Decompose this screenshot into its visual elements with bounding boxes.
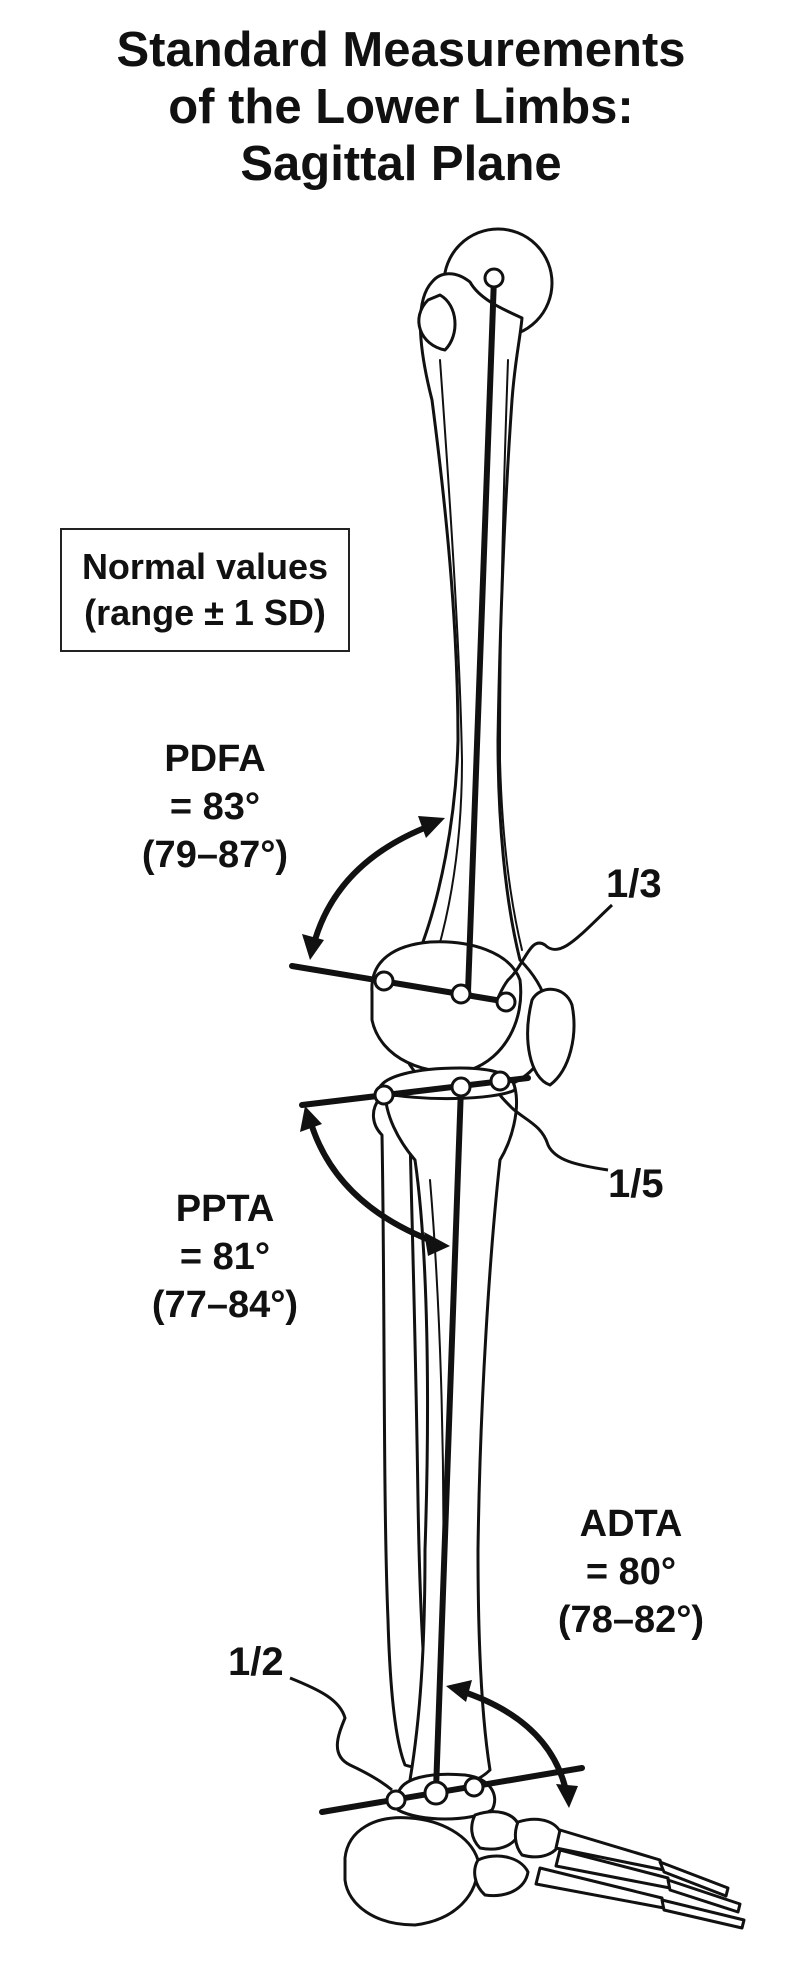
ankle-posterior-point: [385, 1789, 407, 1811]
navicular-bone: [470, 1810, 522, 1851]
femur-mechanical-axis: [465, 275, 497, 995]
legend-line-1: Normal values: [81, 546, 329, 587]
normal-values-legend: Normal values (range ± 1 SD): [60, 528, 350, 652]
third-leader-line: [496, 903, 614, 999]
phalanges: [658, 1860, 746, 1930]
femoral-head-center-point: [483, 267, 505, 289]
adta-arrowhead-bottom: [556, 1784, 578, 1808]
ankle-anterior-point: [463, 1776, 485, 1798]
femur-third-fraction: 1/3: [606, 862, 662, 906]
fifth-leader-line: [498, 1094, 609, 1172]
tibia-anterior-plateau-point: [489, 1070, 511, 1092]
ppta-label: PPTA = 81° (77–84°): [120, 1185, 330, 1329]
pdfa-label: PDFA = 83° (79–87°): [110, 735, 320, 879]
pdfa-arrowhead-bottom: [302, 934, 324, 960]
patella-bone: [526, 987, 576, 1087]
calcaneus-bone: [343, 1816, 480, 1927]
adta-label: ADTA = 80° (78–82°): [526, 1500, 736, 1644]
femoral-condyle: [370, 940, 523, 1074]
ppta-arrowhead-bottom: [424, 1232, 450, 1256]
half-leader-line: [289, 1676, 393, 1792]
pdfa-range: (79–87°): [141, 834, 289, 876]
femur-bone: [370, 227, 554, 1093]
tibia-posterior-plateau-point: [373, 1084, 395, 1106]
cuboid-bone: [473, 1854, 530, 1898]
adta-name: ADTA: [579, 1503, 683, 1545]
ppta-value: = 81°: [179, 1236, 271, 1278]
adta-angle-arc: [457, 1687, 570, 1796]
tibia-axis-knee-point: [450, 1076, 472, 1098]
ppta-range: (77–84°): [151, 1284, 299, 1326]
adta-range: (78–82°): [557, 1599, 705, 1641]
ppta-arrowhead-top: [300, 1106, 322, 1132]
femur-cortex-line: [437, 359, 463, 951]
title-line-3: Sagittal Plane: [240, 137, 562, 191]
pdfa-value: = 83°: [169, 786, 261, 828]
distal-tibia-joint-line: [319, 1765, 585, 1815]
distal-femur-joint-line: [289, 963, 511, 1005]
cuneiform-bone: [513, 1817, 564, 1859]
tibia-fifth-fraction: 1/5: [608, 1162, 664, 1206]
pdfa-name: PDFA: [164, 738, 266, 780]
diagram-title: Standard Measurements of the Lower Limbs…: [0, 22, 802, 193]
foot-bones: [343, 1772, 746, 1930]
ankle-axis-point: [423, 1780, 449, 1806]
legend-line-2: (range ± 1 SD): [84, 592, 326, 633]
title-line-1: Standard Measurements: [116, 23, 686, 77]
title-line-2: of the Lower Limbs:: [168, 80, 634, 134]
pdfa-arrowhead-top: [418, 816, 445, 838]
femur-posterior-condyle-point: [373, 970, 395, 992]
tibia-mechanical-axis: [433, 1084, 464, 1793]
adta-value: = 80°: [585, 1551, 677, 1593]
femur-anterior-condyle-point: [495, 991, 517, 1013]
pdfa-angle-arc: [310, 822, 434, 948]
femur-cortex-line-2: [499, 359, 523, 951]
ppta-angle-arc: [307, 1119, 439, 1246]
greater-trochanter: [417, 293, 457, 352]
adta-arrowhead-top: [446, 1680, 472, 1702]
femur-axis-knee-point: [450, 983, 472, 1005]
ppta-name: PPTA: [175, 1188, 275, 1230]
ankle-half-fraction: 1/2: [228, 1640, 284, 1684]
